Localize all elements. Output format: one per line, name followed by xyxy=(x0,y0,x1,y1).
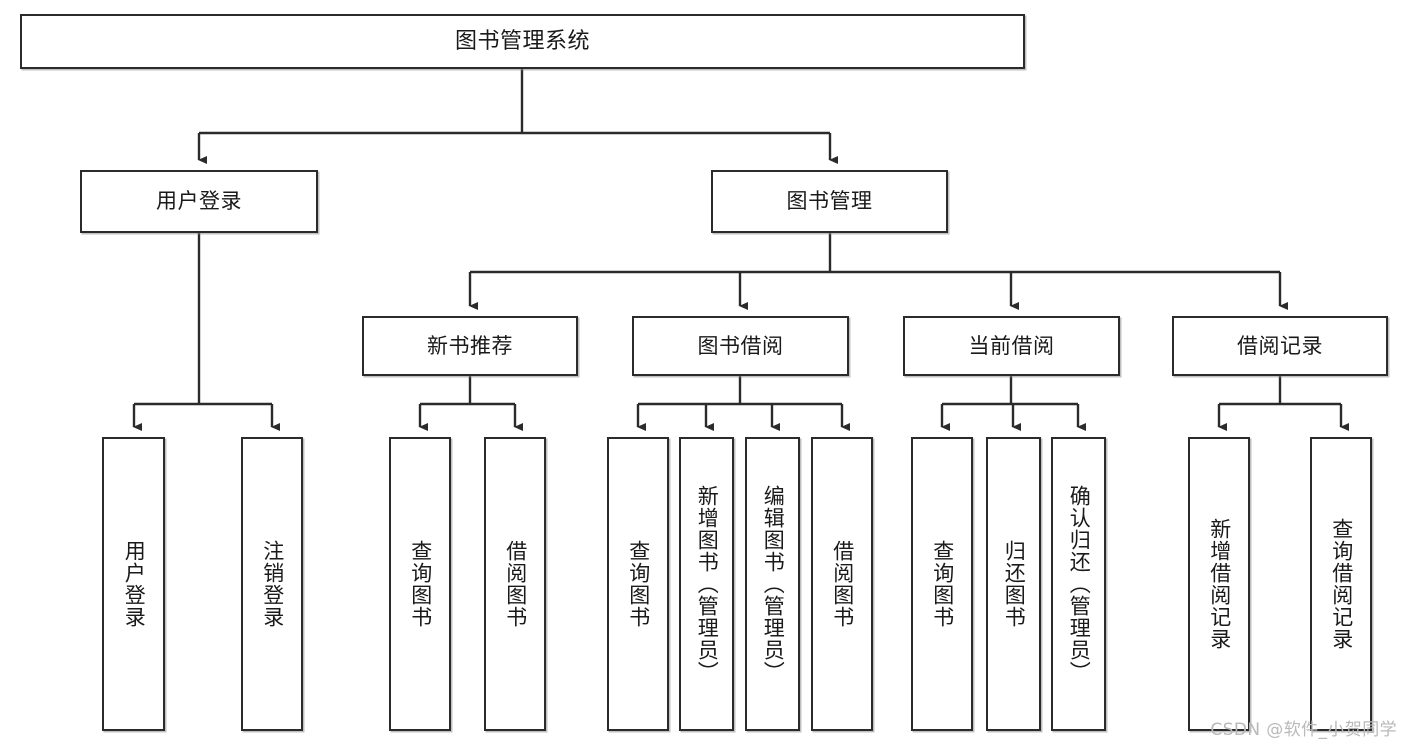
node-label: 用户登录 xyxy=(156,189,242,214)
node-label: 查询图书 xyxy=(930,540,955,628)
leaf-borrow-book[interactable]: 借阅图书 xyxy=(811,437,873,731)
node-label: 当前借阅 xyxy=(968,333,1055,358)
node-book-management[interactable]: 图书管理 xyxy=(711,170,948,233)
leaf-query-book-current[interactable]: 查询图书 xyxy=(911,437,973,731)
leaf-user-login[interactable]: 用户登录 xyxy=(102,437,165,731)
node-label: 注销登录 xyxy=(260,540,285,628)
node-new-book-recommend[interactable]: 新书推荐 xyxy=(362,316,578,376)
leaf-logout[interactable]: 注销登录 xyxy=(241,437,303,731)
node-current-borrow[interactable]: 当前借阅 xyxy=(903,316,1120,376)
node-label: 用户登录 xyxy=(122,540,147,628)
node-label: 归还图书 xyxy=(1002,540,1027,628)
node-user-login[interactable]: 用户登录 xyxy=(80,170,318,233)
leaf-return-book[interactable]: 归还图书 xyxy=(986,437,1041,731)
leaf-confirm-return-admin[interactable]: 确认归还（管理员） xyxy=(1051,437,1106,731)
node-label: 借阅记录 xyxy=(1237,333,1323,358)
node-root[interactable]: 图书管理系统 xyxy=(20,14,1025,69)
node-label: 图书管理系统 xyxy=(454,28,590,54)
node-label: 查询借阅记录 xyxy=(1329,518,1354,650)
node-label: 图书借阅 xyxy=(697,333,784,358)
node-label: 确认归还（管理员） xyxy=(1067,485,1092,683)
node-book-borrow[interactable]: 图书借阅 xyxy=(632,316,849,376)
node-label: 查询图书 xyxy=(626,540,651,628)
node-label: 新增图书（管理员） xyxy=(695,485,720,683)
node-label: 查询图书 xyxy=(408,540,433,628)
node-borrow-record[interactable]: 借阅记录 xyxy=(1172,316,1388,376)
leaf-query-book-recommend[interactable]: 查询图书 xyxy=(389,437,451,731)
leaf-add-borrow-record[interactable]: 新增借阅记录 xyxy=(1188,437,1250,731)
leaf-query-borrow-record[interactable]: 查询借阅记录 xyxy=(1310,437,1372,731)
node-label: 借阅图书 xyxy=(503,540,528,628)
node-label: 图书管理 xyxy=(786,189,873,214)
node-label: 新增借阅记录 xyxy=(1207,518,1232,650)
csdn-watermark: CSDN @软件_小贺同学 xyxy=(1210,720,1397,740)
leaf-query-book-borrow[interactable]: 查询图书 xyxy=(607,437,669,731)
node-label: 借阅图书 xyxy=(830,540,855,628)
leaf-add-book-admin[interactable]: 新增图书（管理员） xyxy=(679,437,734,731)
node-label: 新书推荐 xyxy=(427,333,513,358)
leaf-edit-book-admin[interactable]: 编辑图书（管理员） xyxy=(745,437,800,731)
leaf-borrow-book-recommend[interactable]: 借阅图书 xyxy=(484,437,546,731)
node-label: 编辑图书（管理员） xyxy=(761,485,786,683)
